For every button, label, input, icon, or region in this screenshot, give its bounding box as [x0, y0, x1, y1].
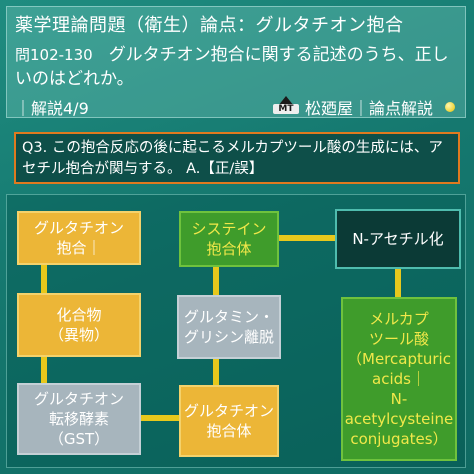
question-box: Q3. この抱合反応の後に起こるメルカプツール酸の生成には、アセチル抱合が関与す… [14, 132, 460, 184]
connector-glutathione-to-xenobiotic [41, 263, 47, 293]
connector-gst-to-conjugate [141, 415, 181, 421]
brand: MT 松廼屋｜論点解説 [272, 95, 455, 119]
page-indicator: ｜解説4/9 [15, 99, 89, 118]
yellow-dot-icon [445, 102, 455, 112]
xenobiotic-compound-box: 化合物 （異物） [17, 293, 141, 357]
brand-name: 松廼屋｜論点解説 [304, 99, 433, 118]
n-acetylation-box: N-アセチル化 [335, 209, 461, 269]
glu-gly-removal-box: グルタミン・ グリシン離脱 [177, 295, 281, 359]
mercapturic-acid-box: メルカプ ツール酸 （Mercapturic acids｜ N- acetylc… [341, 297, 457, 461]
connector-xenobiotic-to-gst [41, 355, 47, 383]
diagram-panel: グルタチオン 抱合｜ システイン 抱合体 N-アセチル化 化合物 （異物） グル… [6, 194, 466, 468]
page-title: 薬学理論問題（衛生）論点：グルタチオン抱合 [15, 15, 404, 36]
cysteine-conjugate-box: システイン 抱合体 [179, 211, 279, 267]
question-text: グルタチオン抱合に関する記述のうち、正しいのはどれか。 [15, 45, 449, 89]
gst-enzyme-box: グルタチオン 転移酵素 （GST） [17, 383, 141, 455]
connector-nacetyl-to-mercapturic [395, 267, 401, 297]
glutathione-conjugation-box: グルタチオン 抱合｜ [17, 211, 141, 265]
mt-logo-icon: MT [272, 96, 299, 118]
connector-cysteine-to-nacetyl [275, 235, 339, 241]
logo-text: MT [272, 104, 299, 114]
connector-conjugate-to-removal [213, 357, 219, 385]
connector-removal-to-cysteine [213, 265, 219, 295]
question-q3-text: Q3. この抱合反応の後に起こるメルカプツール酸の生成には、アセチル抱合が関与す… [22, 140, 443, 177]
glutathione-conjugate-box: グルタチオン 抱合体 [179, 385, 279, 457]
question-range: 問102-130 [15, 46, 93, 64]
